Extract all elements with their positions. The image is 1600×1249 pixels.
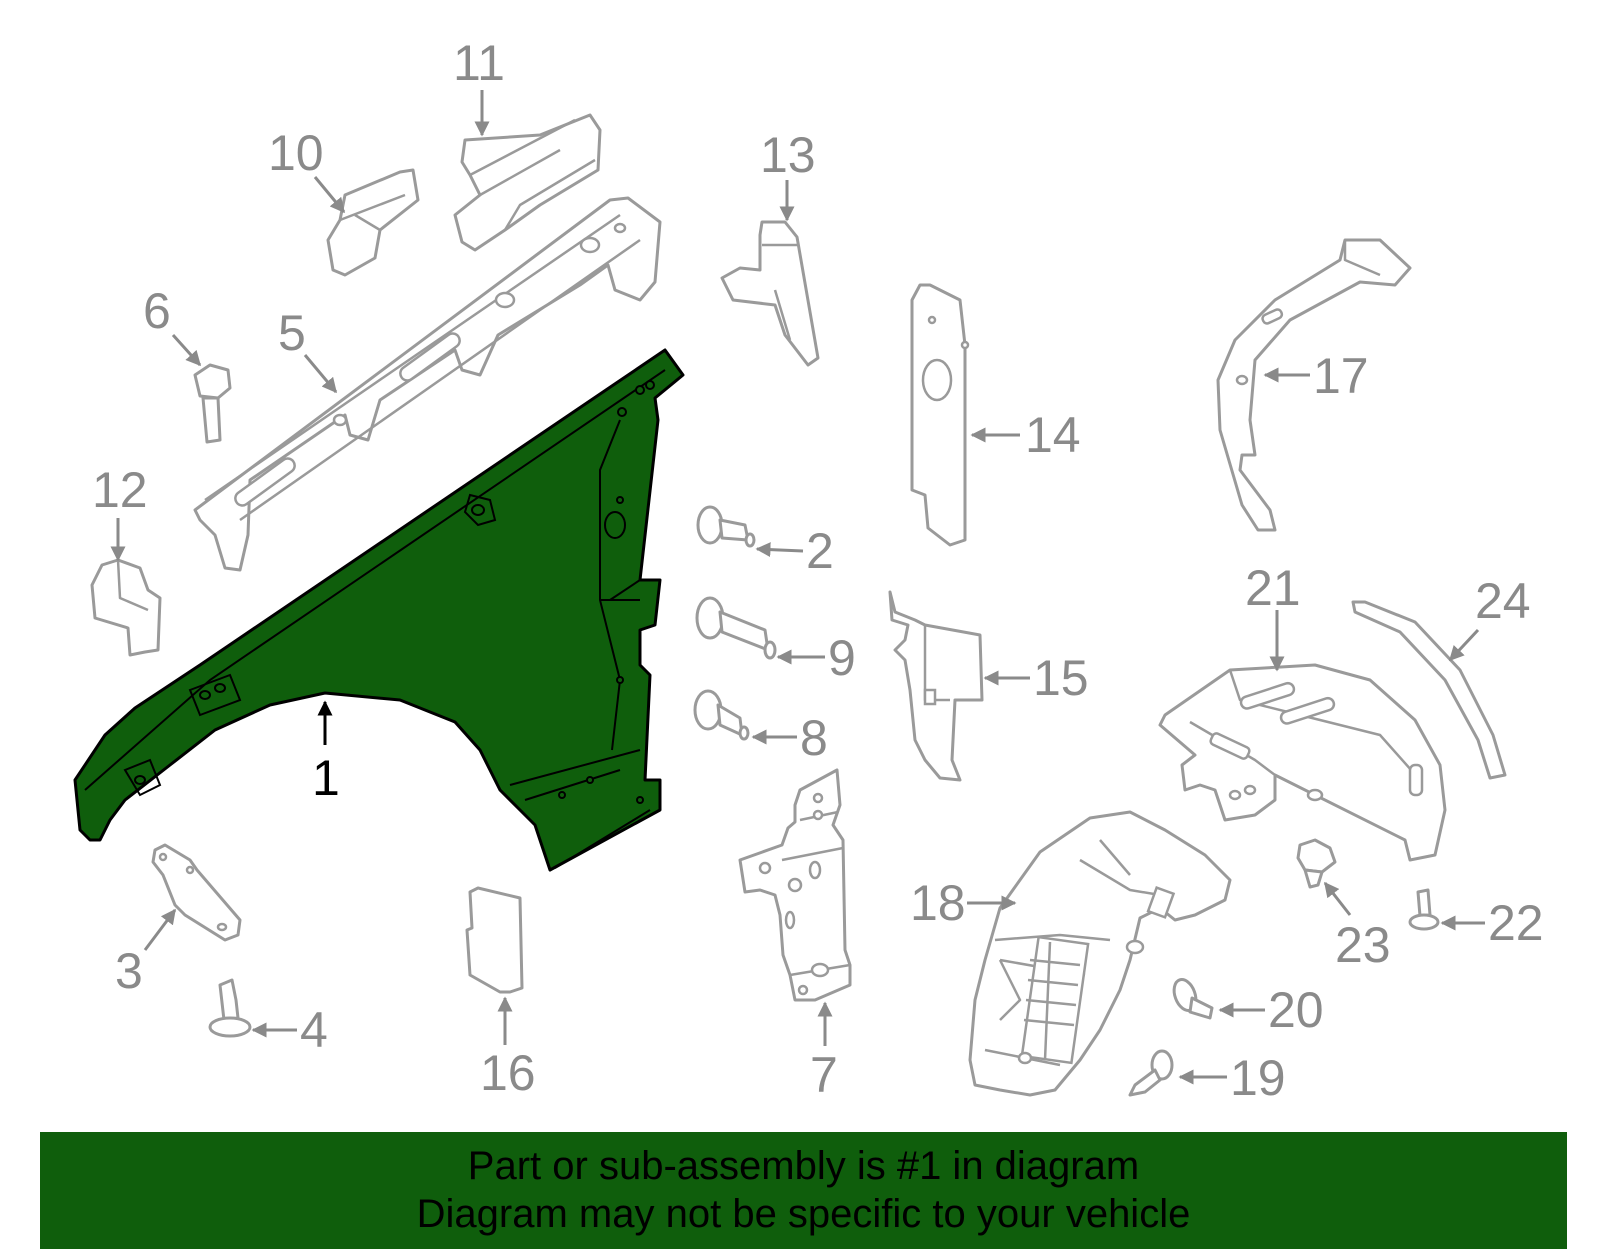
- callout-5: 5: [278, 305, 306, 361]
- part-20-screw[interactable]: [1170, 977, 1214, 1020]
- callout-13: 13: [760, 127, 816, 183]
- callout-8: 8: [800, 710, 828, 766]
- part-7-hinge-bracket[interactable]: [738, 768, 852, 1002]
- callout-16: 16: [480, 1045, 536, 1101]
- callout-17: 17: [1313, 348, 1369, 404]
- part-1-front-fender[interactable]: [73, 348, 685, 872]
- callout-14: 14: [1025, 407, 1081, 463]
- part-2-pin[interactable]: [696, 505, 756, 548]
- part-12-block-bracket[interactable]: [90, 558, 162, 657]
- callout-15: 15: [1033, 650, 1089, 706]
- callout-21: 21: [1245, 560, 1301, 616]
- part-19-screw[interactable]: [1128, 1049, 1174, 1097]
- callout-20: 20: [1268, 982, 1324, 1038]
- info-banner: Part or sub-assembly is #1 in diagram Di…: [40, 1132, 1567, 1249]
- callout-3: 3: [115, 943, 143, 999]
- callout-2: 2: [806, 523, 834, 579]
- leader-lines: [110, 90, 1485, 1085]
- banner-line-1: Part or sub-assembly is #1 in diagram: [467, 1144, 1140, 1188]
- callout-1: 1: [312, 750, 340, 806]
- leader-5: [303, 354, 338, 394]
- part-6-bolt[interactable]: [193, 363, 232, 444]
- part-3-strap-bracket[interactable]: [151, 843, 242, 942]
- callout-18: 18: [910, 875, 966, 931]
- callout-10: 10: [268, 125, 324, 181]
- callout-6: 6: [143, 283, 171, 339]
- part-14-panel[interactable]: [910, 283, 970, 547]
- part-15-shield-bracket[interactable]: [888, 590, 984, 782]
- part-22-stud[interactable]: [1408, 888, 1440, 931]
- callout-12: 12: [92, 462, 148, 518]
- part-10-small-bracket[interactable]: [326, 168, 420, 277]
- callout-7: 7: [810, 1047, 838, 1103]
- part-18-wheel-liner[interactable]: [968, 810, 1232, 1097]
- part-9-long-pin[interactable]: [695, 596, 777, 660]
- leader-6: [171, 333, 202, 367]
- part-24-trim-strip[interactable]: [1351, 600, 1507, 780]
- part-11-upper-bracket[interactable]: [453, 113, 602, 252]
- callout-19: 19: [1230, 1050, 1286, 1106]
- banner-line-2: Diagram may not be specific to your vehi…: [416, 1192, 1191, 1236]
- callout-9: 9: [828, 630, 856, 686]
- callout-11: 11: [453, 35, 505, 91]
- part-4-stud[interactable]: [208, 978, 252, 1038]
- part-8-pin[interactable]: [693, 689, 750, 741]
- callout-22: 22: [1488, 895, 1544, 951]
- leader-10: [313, 176, 346, 214]
- leader-2: [755, 542, 804, 558]
- callout-labels: 1 2 3 4 5 6 7 8 9 10 11 12 13 14 15 16 1…: [92, 35, 1544, 1106]
- leader-24: [1448, 628, 1480, 662]
- part-21-inner-liner[interactable]: [1158, 663, 1447, 862]
- part-13-bracket[interactable]: [720, 220, 820, 367]
- part-5-long-rail[interactable]: [193, 196, 662, 572]
- callout-24: 24: [1475, 573, 1531, 629]
- part-16-seal[interactable]: [465, 886, 524, 994]
- callout-4: 4: [300, 1002, 328, 1058]
- callout-23: 23: [1335, 917, 1391, 973]
- part-23-clip[interactable]: [1296, 838, 1337, 889]
- part-17-curved-strap[interactable]: [1216, 238, 1412, 532]
- leader-23: [1323, 881, 1352, 916]
- leader-3: [143, 908, 177, 951]
